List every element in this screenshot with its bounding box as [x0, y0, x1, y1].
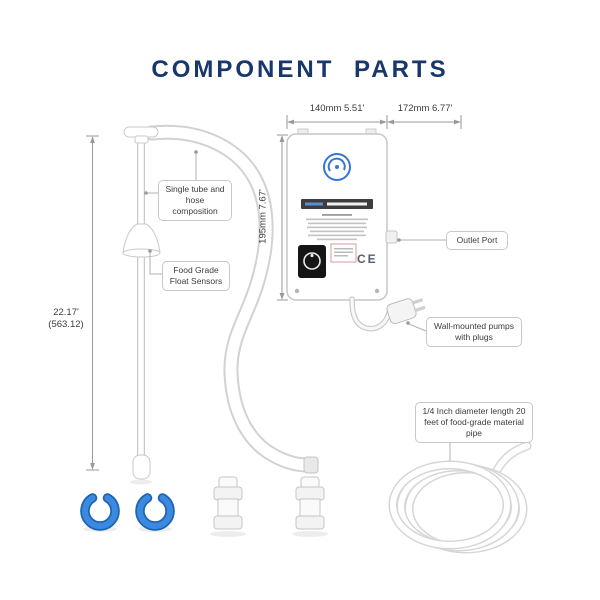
dim-tube-length-ft: 22.17': [53, 307, 79, 318]
callout-outlet-port: Outlet Port: [446, 231, 508, 251]
hose-end-connector: [303, 456, 319, 474]
screw-left: [294, 288, 300, 294]
ce-mark-label: CE: [357, 252, 378, 266]
power-button: [298, 245, 326, 278]
pump-body: [286, 128, 398, 301]
notice-box: [330, 243, 357, 263]
pump-fine-print: [306, 214, 368, 241]
tube-assembly: [122, 126, 161, 480]
quick-connect-fitting-2: [295, 476, 325, 530]
callout-pipe: 1/4 Inch diameter length 20 feet of food…: [415, 402, 533, 444]
power-cord: [349, 296, 392, 332]
dim-tube-length-mm: (563.12): [48, 319, 84, 330]
dim-pump-height: 195mm 7.67': [257, 189, 269, 244]
dimension-lines: [86, 115, 462, 471]
shadows: [83, 479, 328, 537]
blue-clip-1: [80, 493, 120, 531]
float-sensor-cone: [122, 223, 161, 258]
quick-connect-fitting-1: [213, 476, 243, 530]
callout-float-sensor: Food Grade Float Sensors: [162, 261, 230, 292]
hose: [144, 124, 319, 474]
pump-nameplate: [301, 199, 373, 209]
coiled-pipe: [388, 441, 532, 554]
dim-pump-width: 140mm 5.51': [309, 103, 365, 114]
dim-pump-depth: 172mm 6.77': [397, 103, 453, 114]
callout-single-tube: Single tube and hose composition: [158, 180, 232, 222]
callout-wall-pump: Wall-mounted pumps with plugs: [426, 317, 522, 348]
power-plug: [386, 298, 426, 325]
blue-clip-2: [135, 493, 175, 531]
pump-logo-icon: [323, 153, 351, 181]
screw-right: [374, 288, 380, 294]
page-title: COMPONENT PARTS: [151, 56, 449, 83]
outlet-port-nub: [385, 230, 398, 244]
tube-foot: [132, 454, 151, 480]
